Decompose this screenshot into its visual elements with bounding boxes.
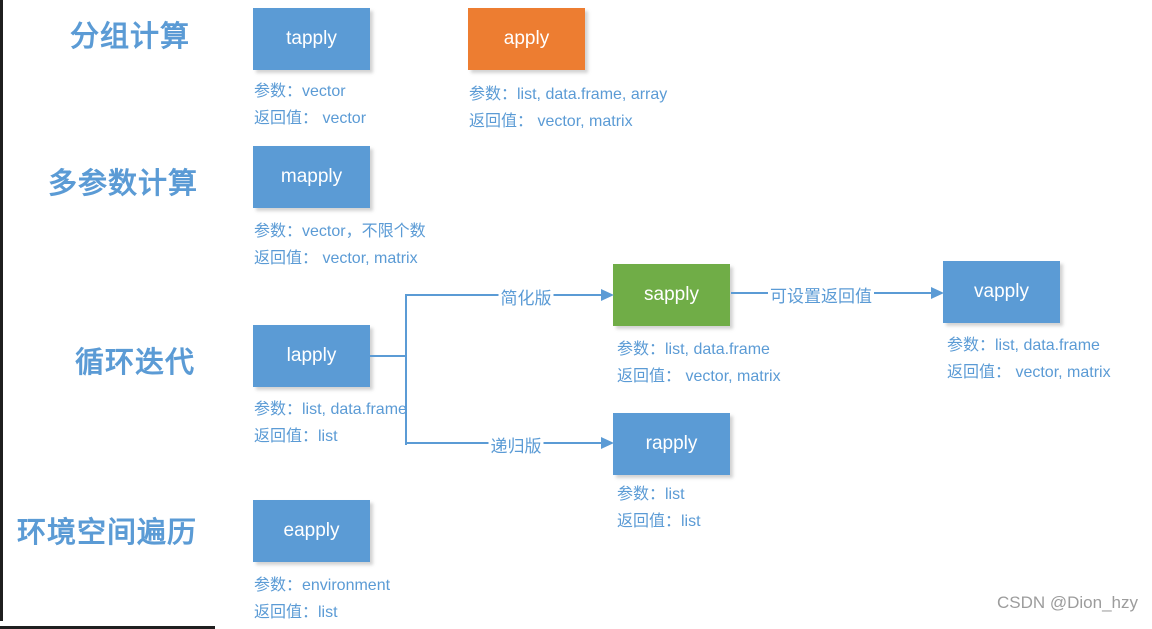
left-border-line: [0, 0, 3, 621]
lapply-params-line: 参数：list, data.frame: [254, 401, 407, 418]
section-label-group-computation: 分组计算: [70, 21, 191, 53]
apply-annotation: 参数：list, data.frame, array 返回值： vector, …: [469, 81, 667, 135]
vapply-annotation: 参数：list, data.frame 返回值： vector, matrix: [947, 332, 1111, 386]
rapply-annotation: 参数：list 返回值：list: [617, 481, 701, 535]
mapply-returns-line: 返回值： vector, matrix: [254, 250, 418, 267]
edge-label-settable-return-value: 可设置返回值: [768, 282, 874, 307]
tapply-params-line: 参数：vector: [254, 83, 346, 100]
section-label-multi-param-computation: 多参数计算: [48, 168, 199, 200]
node-mapply: mapply: [253, 146, 370, 208]
connector-branch-vertical: [405, 294, 407, 445]
node-sapply: sapply: [613, 264, 730, 326]
vapply-params-line: 参数：list, data.frame: [947, 337, 1100, 354]
rapply-returns-line: 返回值：list: [617, 513, 701, 530]
lapply-annotation: 参数：list, data.frame 返回值：list: [254, 396, 407, 450]
sapply-returns-line: 返回值： vector, matrix: [617, 368, 781, 385]
sapply-params-line: 参数：list, data.frame: [617, 341, 770, 358]
node-tapply: tapply: [253, 8, 370, 70]
arrowhead-rapply-icon: [601, 437, 614, 449]
lapply-returns-line: 返回值：list: [254, 428, 338, 445]
arrowhead-vapply-icon: [931, 287, 944, 299]
mapply-annotation: 参数：vector，不限个数 返回值： vector, matrix: [254, 218, 426, 272]
vapply-returns-line: 返回值： vector, matrix: [947, 364, 1111, 381]
node-apply: apply: [468, 8, 585, 70]
node-eapply: eapply: [253, 500, 370, 562]
tapply-annotation: 参数：vector 返回值： vector: [254, 78, 366, 132]
eapply-params-line: 参数：environment: [254, 577, 391, 594]
arrowhead-sapply-icon: [601, 289, 614, 301]
edge-label-recursive-version: 递归版: [488, 432, 544, 457]
sapply-annotation: 参数：list, data.frame 返回值： vector, matrix: [617, 336, 781, 390]
node-rapply: rapply: [613, 413, 730, 475]
apply-returns-line: 返回值： vector, matrix: [469, 113, 633, 130]
node-lapply: lapply: [253, 325, 370, 387]
section-label-loop-iteration: 循环迭代: [75, 347, 196, 379]
bottom-border-line: [0, 626, 215, 629]
node-vapply: vapply: [943, 261, 1060, 323]
eapply-returns-line: 返回值：list: [254, 604, 338, 621]
section-label-environment-traversal: 环境空间遍历: [17, 517, 198, 549]
tapply-returns-line: 返回值： vector: [254, 110, 367, 127]
rapply-params-line: 参数：list: [617, 486, 685, 503]
connector-lapply-stub: [370, 355, 406, 357]
eapply-annotation: 参数：environment 返回值：list: [254, 572, 390, 626]
mapply-params-line: 参数：vector，不限个数: [254, 223, 426, 240]
csdn-watermark: CSDN @Dion_hzy: [996, 593, 1138, 612]
edge-label-simplified-version: 简化版: [498, 284, 554, 309]
apply-params-line: 参数：list, data.frame, array: [469, 86, 668, 103]
